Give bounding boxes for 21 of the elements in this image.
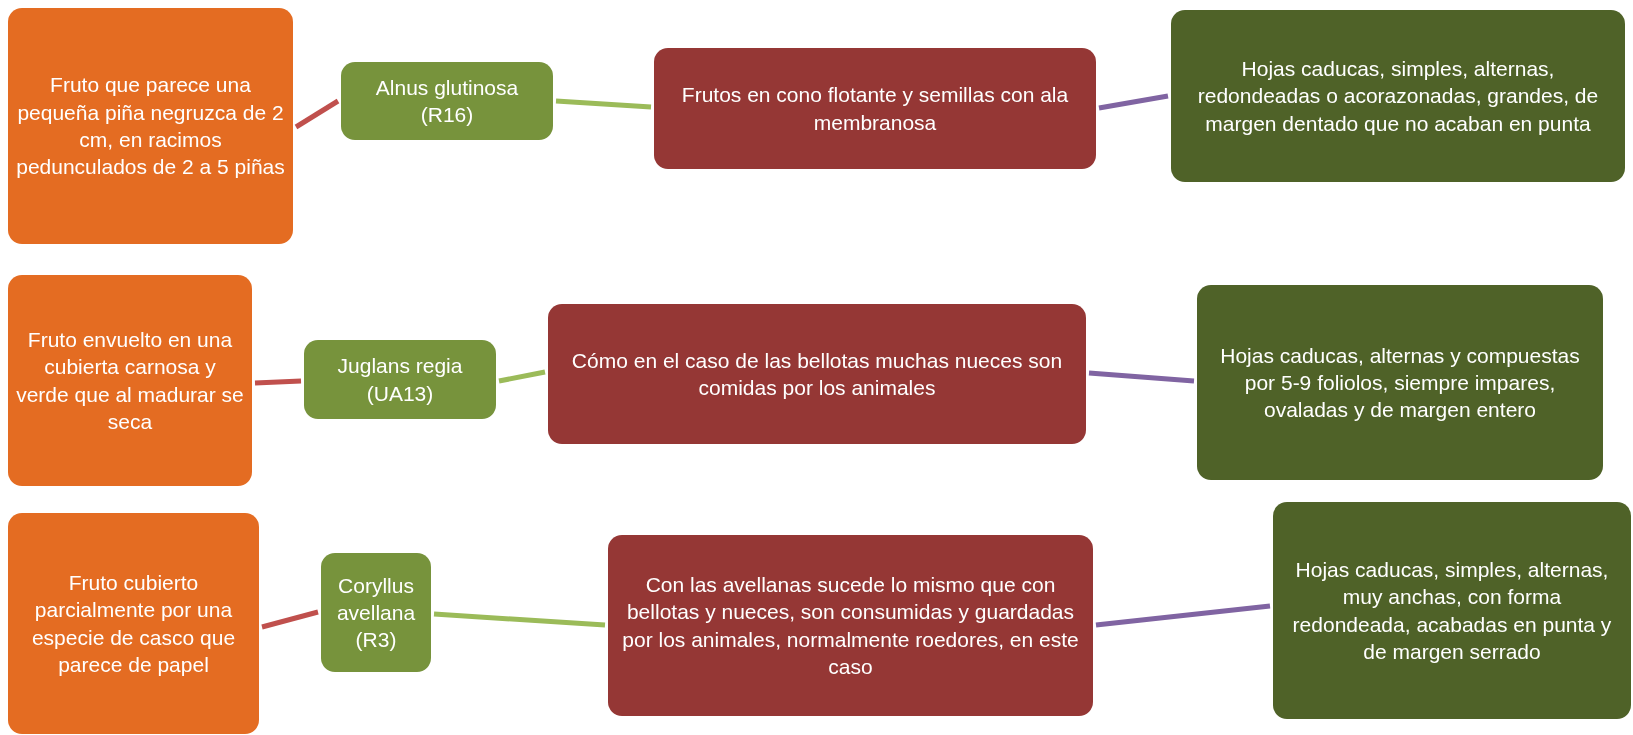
fruit-description-box: Fruto que parece una pequeña piña negruzca de 2 cm, en racimos pedunculados de 2 a 5 piñas — [8, 8, 293, 244]
species-box: Coryllus avellana (R3) — [321, 553, 431, 672]
connector-line — [555, 98, 652, 110]
dispersal-box: Frutos en cono flotante y semillas con ala membranosa — [654, 48, 1096, 169]
connector-line — [294, 98, 340, 130]
connector-line — [1088, 370, 1195, 384]
leaf-description-box: Hojas caducas, alternas y compuestas por 5-9 foliolos, siempre impares, ovaladas y de margen entero — [1197, 285, 1603, 480]
connector-line — [254, 378, 302, 386]
dispersal-box: Con las avellanas sucede lo mismo que con bellotas y nueces, son consumidas y guardadas por los animales, normalmente roedores, en este caso — [608, 535, 1093, 716]
connector-line — [1098, 93, 1169, 111]
fruit-description-box: Fruto envuelto en una cubierta carnosa y verde que al madurar se seca — [8, 275, 252, 486]
connector-line — [1095, 603, 1271, 628]
connector-line — [498, 369, 546, 384]
leaf-description-box: Hojas caducas, simples, alternas, redondeadas o acorazonadas, grandes, de margen dentado que no acaban en punta — [1171, 10, 1625, 182]
connector-line — [261, 609, 319, 630]
leaf-description-box: Hojas caducas, simples, alternas, muy anchas, con forma redondeada, acabadas en punta y de margen serrado — [1273, 502, 1631, 719]
connector-line — [433, 611, 606, 628]
species-box: Juglans regia (UA13) — [304, 340, 496, 419]
fruit-description-box: Fruto cubierto parcialmente por una especie de casco que parece de papel — [8, 513, 259, 734]
dispersal-box: Cómo en el caso de las bellotas muchas nueces son comidas por los animales — [548, 304, 1086, 444]
species-box: Alnus glutinosa (R16) — [341, 62, 553, 140]
